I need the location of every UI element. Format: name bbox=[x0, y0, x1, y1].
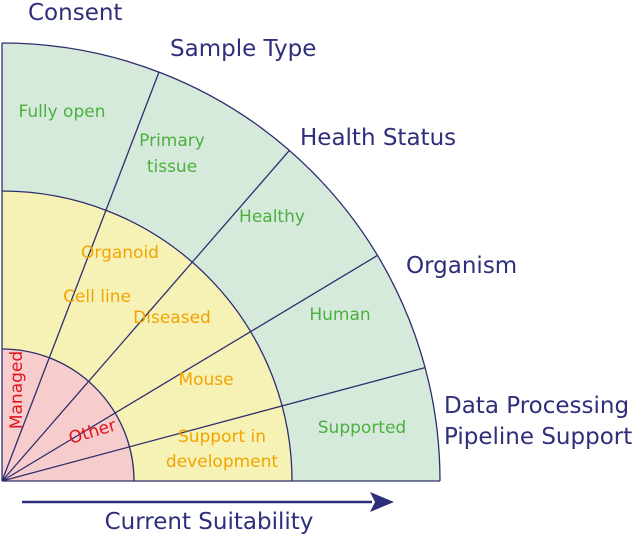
dimension-sample-type: Sample Type bbox=[170, 36, 316, 62]
label-organoid: Organoid bbox=[81, 243, 159, 263]
ring-boundary-0 bbox=[1, 348, 135, 482]
label-mouse: Mouse bbox=[178, 370, 233, 390]
label-managed: Managed bbox=[7, 351, 27, 429]
label-healthy: Healthy bbox=[239, 207, 305, 227]
label-fully-open: Fully open bbox=[19, 102, 106, 122]
sector-dividers bbox=[1, 42, 441, 482]
ring-boundary-1 bbox=[1, 190, 293, 482]
sector-divider-2 bbox=[1, 150, 290, 482]
green-zone bbox=[2, 43, 440, 481]
suitability-axis-arrowhead bbox=[370, 492, 394, 512]
sector-divider-4 bbox=[1, 367, 426, 482]
label-cell-line: Cell line bbox=[63, 287, 131, 307]
dimension-consent: Consent bbox=[28, 0, 122, 26]
sector-divider-1 bbox=[1, 71, 160, 482]
label-diseased: Diseased bbox=[133, 308, 211, 328]
dimension-health-status: Health Status bbox=[300, 125, 456, 151]
sectors bbox=[2, 43, 440, 481]
ring-boundary-2 bbox=[1, 42, 441, 482]
suitability-axis: Current Suitability bbox=[22, 492, 394, 535]
axis-title: Current Suitability bbox=[105, 509, 314, 535]
red-zone bbox=[2, 349, 134, 481]
sector-divider-3 bbox=[1, 254, 378, 482]
dimension-organism: Organism bbox=[406, 253, 517, 279]
label-supported: Supported bbox=[318, 418, 406, 438]
label-human: Human bbox=[309, 305, 370, 325]
yellow-zone bbox=[2, 191, 292, 481]
